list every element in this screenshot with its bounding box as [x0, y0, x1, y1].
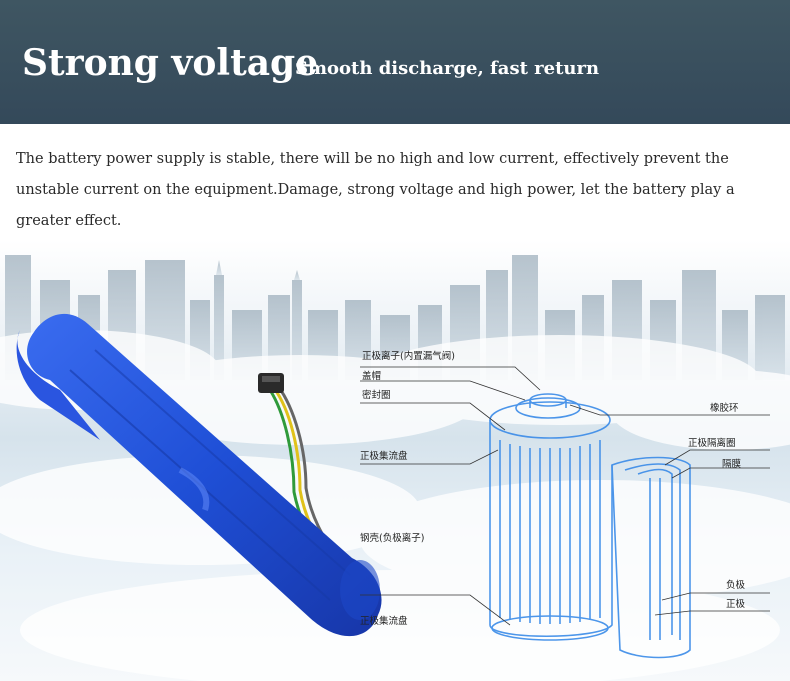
label-positive: 正极	[726, 599, 746, 610]
label-positive-collector-bottom: 正极集流盘	[360, 616, 408, 627]
label-positive-collector-top: 正极集流盘	[360, 451, 408, 462]
banner-subtitle: Smooth discharge, fast return	[295, 58, 600, 79]
banner-title: Strong voltage	[22, 42, 319, 84]
label-cap: 盖帽	[362, 371, 382, 382]
label-separator: 隔膜	[722, 459, 742, 470]
description-text: The battery power supply is stable, ther…	[16, 151, 735, 229]
battery-cell-diagram	[360, 366, 770, 659]
label-positive-separator-ring: 正极隔离圈	[688, 438, 736, 449]
product-scene: 正极离子(内置漏气阀) 盖帽 密封圈 正极集流盘 钢壳(负极离子) 正极集流盘 …	[0, 240, 790, 681]
battery-pack-image	[16, 313, 382, 637]
header-banner: Strong voltage Smooth discharge, fast re…	[0, 0, 790, 124]
label-rubber-ring: 橡胶环	[710, 403, 739, 414]
label-positive-ion: 正极离子(内置漏气阀)	[362, 351, 455, 362]
label-seal: 密封圈	[362, 390, 391, 401]
label-negative: 负极	[726, 580, 746, 591]
label-steel-shell: 钢壳(负极离子)	[360, 533, 425, 544]
